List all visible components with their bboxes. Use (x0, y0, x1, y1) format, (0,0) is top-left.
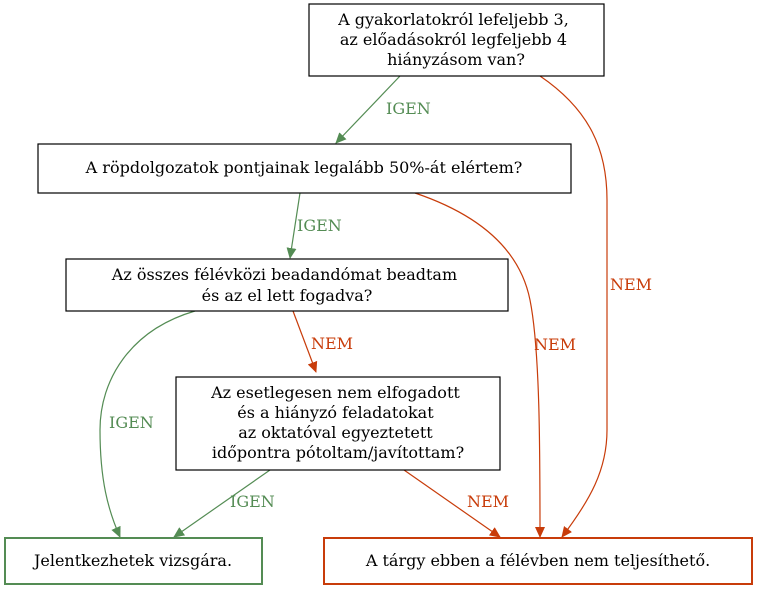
edge-label-q2-q3: IGEN (297, 216, 342, 235)
node-ok: Jelentkezhetek vizsgára. (4, 537, 263, 585)
edge-label-q3-ok: IGEN (109, 413, 154, 432)
node-q1-text: A gyakorlatokról lefeljebb 3, az előadás… (337, 10, 574, 69)
edge-label-q3-q4: NEM (311, 334, 353, 353)
node-q2: A röpdolgozatok pontjainak legalább 50%-… (37, 143, 572, 194)
edge-q3-q4: NEM (292, 310, 353, 373)
node-q3: Az összes félévközi beadandómat beadtam … (65, 258, 509, 312)
edge-q1-q2: IGEN (335, 75, 431, 144)
edge-label-q1-q2: IGEN (386, 99, 431, 118)
node-fail-text: A tárgy ebben a félévben nem teljesíthet… (365, 551, 710, 570)
node-q2-text: A röpdolgozatok pontjainak legalább 50%-… (85, 158, 523, 177)
node-ok-text: Jelentkezhetek vizsgára. (32, 551, 232, 570)
node-fail: A tárgy ebben a félévben nem teljesíthet… (323, 537, 753, 585)
edge-q3-ok: IGEN (99, 310, 196, 538)
edge-label-q4-ok: IGEN (230, 492, 275, 511)
node-q4: Az esetlegesen nem elfogadott és a hiány… (175, 376, 501, 471)
node-q1: A gyakorlatokról lefeljebb 3, az előadás… (308, 3, 605, 77)
edge-q1-fail: NEM (539, 75, 652, 538)
node-q3-text: Az összes félévközi beadandómat beadtam … (111, 265, 462, 305)
edge-label-q2-fail: NEM (534, 335, 576, 354)
edge-q4-fail: NEM (403, 469, 509, 538)
node-q4-text: Az esetlegesen nem elfogadott és a hiány… (210, 383, 465, 462)
edge-q4-ok: IGEN (173, 469, 275, 538)
edge-label-q4-fail: NEM (467, 492, 509, 511)
edge-q2-q3: IGEN (286, 192, 342, 259)
edge-label-q1-fail: NEM (610, 275, 652, 294)
edge-q2-fail: NEM (414, 192, 576, 538)
